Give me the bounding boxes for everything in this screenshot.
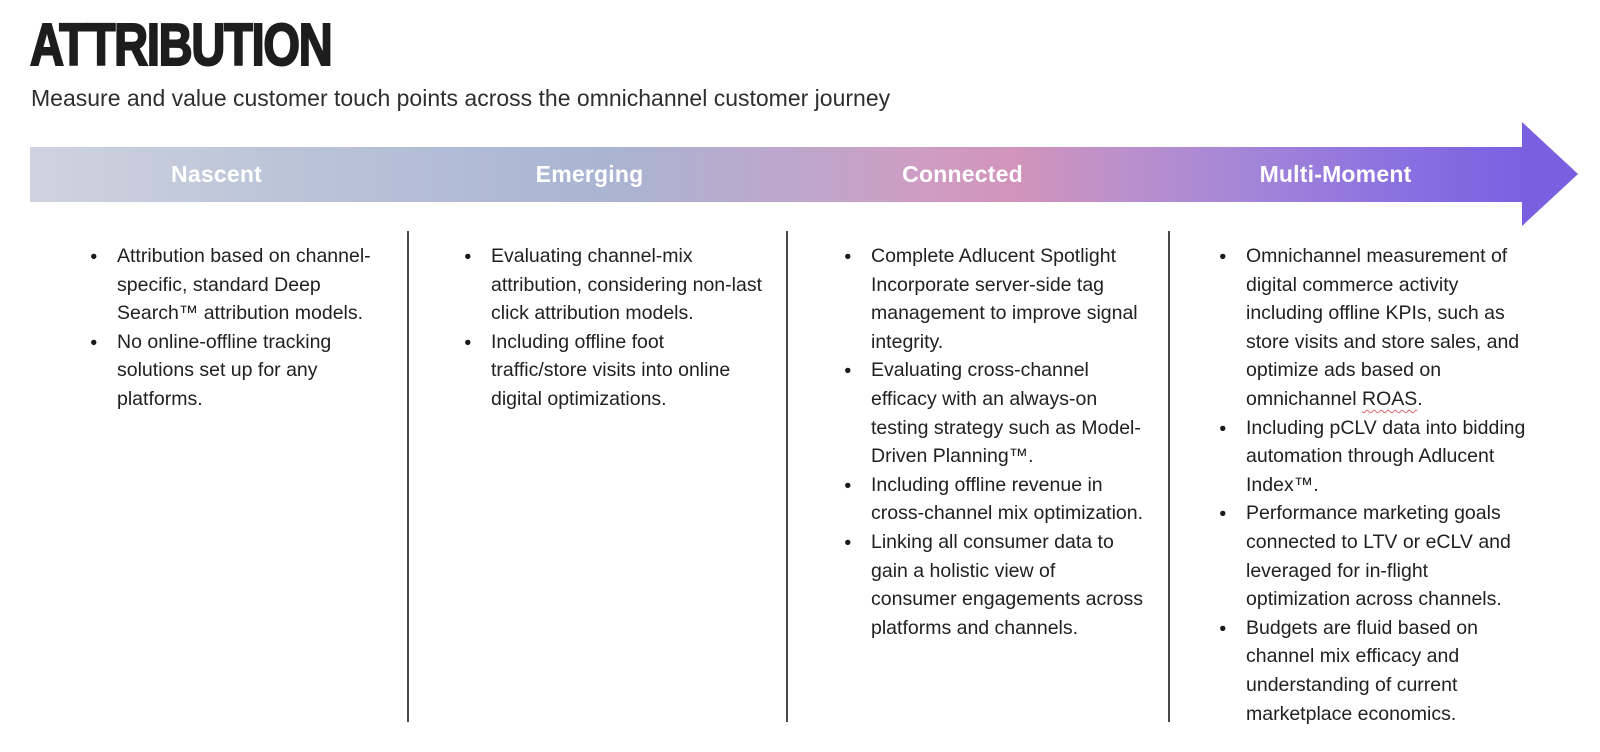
bullet-item: Evaluating channel-mix attribution, cons… [463,242,763,328]
column-divider [786,231,788,722]
stage-bullet-list: Evaluating channel-mix attribution, cons… [463,242,763,414]
bullet-item: Including offline revenue in cross-chann… [843,471,1145,528]
page-title: ATTRIBUTION [29,10,333,78]
stage-bullet-list: Complete Adlucent Spotlight Incorporate … [843,242,1145,642]
bullet-item: Budgets are fluid based on channel mix e… [1218,614,1526,728]
bullet-item: Performance marketing goals connected to… [1218,499,1526,613]
bullet-item: Omnichannel measurement of digital comme… [1218,242,1526,414]
column-connected: Complete Adlucent Spotlight Incorporate … [843,242,1145,642]
bullet-item: No online-offline tracking solutions set… [89,328,389,414]
bullet-item: Attribution based on channel-specific, s… [89,242,389,328]
bullet-item: Linking all consumer data to gain a holi… [843,528,1145,642]
stage-header-emerging: Emerging [535,161,644,187]
bullet-item: Including offline foot traffic/store vis… [463,328,763,414]
column-divider [1168,231,1170,722]
bullet-item: Complete Adlucent Spotlight Incorporate … [843,242,1145,356]
stage-header-multi-moment: Multi-Moment [1259,161,1412,187]
column-emerging: Evaluating channel-mix attribution, cons… [463,242,763,414]
stage-bullet-list: Attribution based on channel-specific, s… [89,242,389,414]
page-subtitle: Measure and value customer touch points … [31,85,891,111]
bullet-item: Evaluating cross-channel efficacy with a… [843,356,1145,470]
bullet-item: Including pCLV data into bidding automat… [1218,414,1526,500]
column-divider [407,231,409,722]
stage-header-connected: Connected [902,161,1023,187]
stage-bullet-list: Omnichannel measurement of digital comme… [1218,242,1526,728]
column-multi-moment: Omnichannel measurement of digital comme… [1218,242,1526,728]
spellcheck-underline: ROAS [1362,387,1418,410]
column-nascent: Attribution based on channel-specific, s… [89,242,389,414]
maturity-timeline-arrow: Nascent Emerging Connected Multi-Moment [30,147,1522,202]
arrow-head-icon [1522,122,1578,226]
stage-header-nascent: Nascent [171,161,262,187]
